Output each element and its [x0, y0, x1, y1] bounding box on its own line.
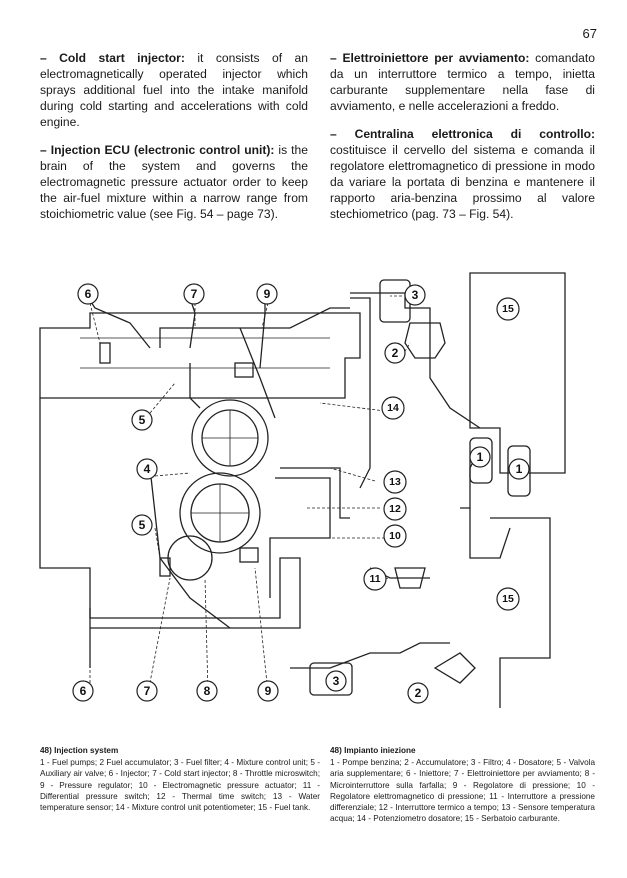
callout-label: 3 [333, 674, 340, 688]
callout-label: 12 [389, 503, 401, 515]
differential-pressure-switch [394, 567, 426, 589]
callout-label: 3 [412, 288, 419, 302]
english-text-column: – Cold start injector: it consists of an… [40, 50, 308, 234]
callout-label: 4 [144, 462, 151, 476]
callout-label: 1 [516, 462, 523, 476]
fuel-accumulator-top [404, 322, 446, 359]
paragraph-text: costituisce il cervello del sistema e co… [330, 143, 595, 221]
callout-label: 13 [389, 476, 401, 488]
callout-label: 5 [139, 518, 146, 532]
callout-label: 7 [144, 684, 151, 698]
caption-title: 48) Impianto iniezione [330, 746, 416, 755]
callout-13 [383, 470, 407, 494]
callout-label: 15 [502, 303, 514, 315]
callout-label: 2 [392, 346, 399, 360]
callout-label: 6 [85, 287, 92, 301]
callout-7-bottom [136, 680, 158, 702]
callout-2-bottom [407, 682, 429, 704]
callout-8 [196, 680, 218, 702]
callout-9-bottom [257, 680, 279, 702]
callout-3-bottom [325, 670, 347, 692]
italian-text-column: – Elettroiniettore per avviamento: coman… [330, 50, 595, 234]
english-paragraph-cold-start: – Cold start injector: it consists of an… [40, 50, 308, 130]
callout-label: 14 [387, 402, 399, 414]
callout-11 [363, 567, 387, 591]
callout-5-bottom [131, 514, 153, 536]
callout-label: 9 [265, 684, 272, 698]
caption-body: 1 - Pompe benzina; 2 - Accumulatore; 3 -… [330, 758, 595, 824]
paragraph-term: – Cold start injector: [40, 51, 185, 65]
callout-12 [383, 497, 407, 521]
callout-15-bottom [496, 587, 520, 611]
callout-9-top [256, 283, 278, 305]
callout-3-top [404, 284, 426, 306]
callout-label: 7 [191, 287, 198, 301]
english-figure-caption: 48) Injection system 1 - Fuel pumps; 2 F… [40, 745, 320, 813]
callout-6-top [77, 283, 99, 305]
callout-label: 1 [477, 450, 484, 464]
callout-6-bottom [72, 680, 94, 702]
fuel-accumulator-bottom [433, 652, 476, 684]
callout-label: 2 [415, 686, 422, 700]
italian-figure-caption: 48) Impianto iniezione 1 - Pompe benzina… [330, 745, 595, 824]
paragraph-term: – Injection ECU (electronic control unit… [40, 143, 275, 157]
callout-label: 5 [139, 413, 146, 427]
callout-1-right [508, 458, 530, 480]
callout-4 [136, 458, 158, 480]
paragraph-term: – Elettroiniettore per avviamento: [330, 51, 530, 65]
english-paragraph-ecu: – Injection ECU (electronic control unit… [40, 142, 308, 222]
throttle-upper [191, 399, 269, 477]
throttle-lower [179, 472, 261, 554]
italian-paragraph-ecu: – Centralina elettronica di controllo: c… [330, 126, 595, 222]
callout-15-top [496, 297, 520, 321]
callout-label: 15 [502, 593, 514, 605]
callout-label: 8 [204, 684, 211, 698]
caption-body: 1 - Fuel pumps; 2 Fuel accumulator; 3 - … [40, 758, 320, 813]
caption-title: 48) Injection system [40, 746, 119, 755]
engine-lower-outline [39, 398, 301, 629]
callout-5-top [131, 409, 153, 431]
injection-system-diagram: 6 7 9 3 15 2 5 14 1 1 4 13 12 5 10 11 15… [39, 272, 566, 708]
fuel-tank-bottom-outline [490, 517, 551, 708]
paragraph-text: is the brain of the system and governs t… [40, 143, 308, 221]
callout-1-left [469, 446, 491, 468]
callout-label: 9 [264, 287, 271, 301]
fuel-filter-bottom [309, 662, 353, 696]
fuel-pump-right [507, 445, 531, 497]
callout-10 [383, 524, 407, 548]
callout-label: 6 [80, 684, 87, 698]
callout-2-top [384, 342, 406, 364]
callout-label: 10 [389, 530, 401, 542]
paragraph-text: comandato da un interruttore termico a t… [330, 51, 595, 113]
callout-label: 11 [369, 573, 380, 585]
engine-block-outline [39, 312, 361, 399]
callout-7-top [183, 283, 205, 305]
paragraph-text: it consists of an electromagnetically op… [40, 51, 308, 129]
page-number: 67 [582, 26, 597, 41]
fuel-tank-top-outline [469, 272, 566, 474]
callout-14 [381, 396, 405, 420]
paragraph-term: – Centralina elettronica di controllo: [330, 127, 595, 141]
italian-paragraph-cold-start: – Elettroiniettore per avviamento: coman… [330, 50, 595, 114]
